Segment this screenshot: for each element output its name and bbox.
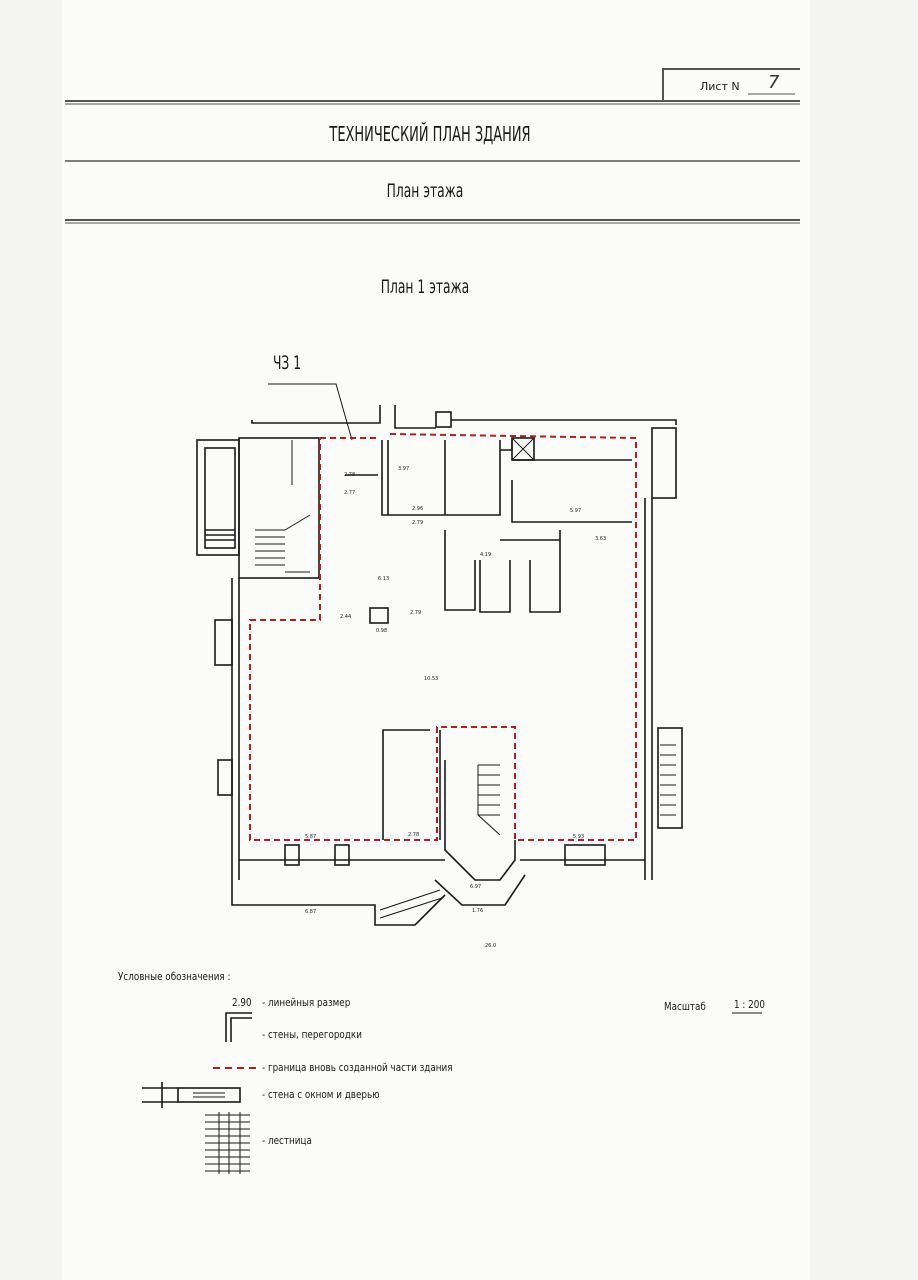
- dimension-label: 1.76: [472, 908, 483, 914]
- dimension-label: 5.87: [305, 834, 316, 840]
- document-page: [62, 0, 810, 1280]
- sheet-label: Лист N: [700, 80, 740, 93]
- dimension-label: 2.77: [344, 490, 355, 496]
- dimension-label: 2.96: [412, 506, 423, 512]
- zone-label: ЧЗ 1: [272, 352, 302, 374]
- dimension-label: 2.79: [412, 520, 423, 526]
- legend-symbols: [142, 1012, 762, 1174]
- wall-icon: [225, 1012, 252, 1042]
- legend-dimension-symbol: 2.90: [232, 996, 252, 1009]
- legend-item-label: - лестница: [262, 1134, 312, 1147]
- document-title: ТЕХНИЧЕСКИЙ ПЛАН ЗДАНИЯ: [329, 122, 531, 146]
- dimension-label: 2.44: [340, 614, 351, 620]
- dimension-labels: 2.78 2.77 3.97 2.96 2.79 5.97 3.63 4.19 …: [305, 466, 606, 949]
- dimension-label: 6.13: [378, 576, 389, 582]
- section-title: План этажа: [386, 180, 464, 202]
- header-rules: [65, 68, 800, 224]
- dimension-label: 6.87: [305, 909, 316, 915]
- dimension-label: 6.97: [470, 884, 481, 890]
- scale-label: Масштаб: [664, 1000, 706, 1013]
- dimension-label: 10.53: [424, 676, 438, 682]
- dimension-label: 2.79: [410, 610, 421, 616]
- dimension-label: 3.63: [595, 536, 606, 542]
- plan-title: План 1 этажа: [380, 276, 470, 298]
- legend-item-label: - линейныя размер: [262, 996, 351, 1009]
- legend-heading: Условные обозначения :: [118, 970, 231, 983]
- window-door-icon: [142, 1082, 241, 1108]
- sheet-number: 7: [768, 72, 780, 93]
- dimension-label: 2.78: [408, 832, 419, 838]
- dimension-label: 5.93: [573, 834, 584, 840]
- legend-item-label: - стена с окном и дверью: [262, 1088, 380, 1101]
- stairs-icon: [205, 1112, 250, 1174]
- legend-item-label: - стены, перегородки: [262, 1028, 362, 1041]
- dimension-label: 2.78: [344, 472, 355, 478]
- dimension-label: 0.98: [376, 628, 387, 634]
- dimension-label: 5.97: [570, 508, 581, 514]
- dimension-label: 3.97: [398, 466, 409, 472]
- scale-value: 1 : 200: [734, 998, 765, 1011]
- new-part-boundary: [249, 433, 637, 841]
- dimension-label: 26.0: [485, 943, 496, 949]
- floor-plan: [196, 383, 683, 926]
- dimension-label: 4.19: [480, 552, 491, 558]
- legend-item-label: - граница вновь созданной части здания: [262, 1061, 453, 1074]
